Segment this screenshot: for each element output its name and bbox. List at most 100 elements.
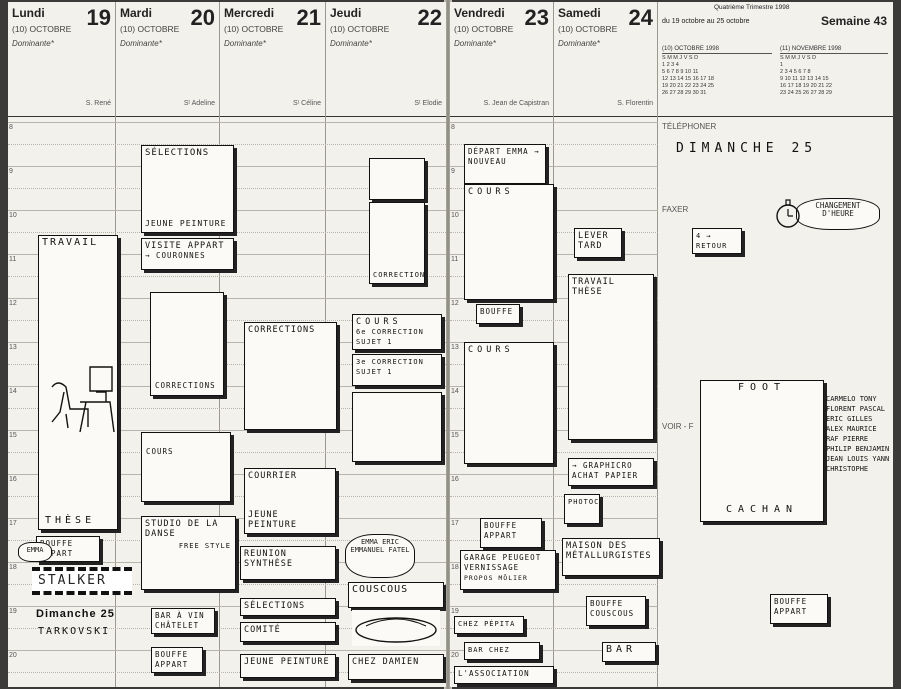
note-lever-tard: LEVER TARD (574, 228, 622, 258)
note-bouffe-appart-3: BOUFFE APPART (480, 518, 542, 548)
month-label: (10) OCTOBRE (224, 24, 284, 34)
note-text: CORRECTIONS (373, 271, 425, 279)
hour-line (450, 254, 658, 255)
half-hour-line (450, 188, 658, 189)
hour-line (8, 606, 446, 607)
hour-line (8, 386, 446, 387)
watch-icon (774, 198, 802, 232)
day-name: Vendredi (454, 6, 505, 20)
note-photocopies: PHOTOCOPIES (564, 494, 600, 524)
note-couscous: COUSCOUS (348, 582, 444, 608)
month-label: (10) OCTOBRE (330, 24, 390, 34)
hour-label: 10 (9, 212, 17, 219)
note-depart-emma: DÉPART EMMA → NOUVEAU (464, 144, 546, 184)
hour-label: 13 (9, 344, 17, 351)
note-foot-cachan: FOOT CACHAN (700, 380, 824, 522)
note-comite: COMITÉ (240, 622, 336, 642)
month-label: (10) OCTOBRE (558, 24, 618, 34)
hour-line (8, 650, 446, 651)
day-name: Jeudi (330, 6, 362, 20)
hour-line (450, 386, 658, 387)
calendar-title: (10) OCTOBRE 1998 (662, 46, 772, 54)
left-page: Lundi 19 (10) OCTOBRE Dominante* S. René… (8, 2, 446, 687)
dimanche-print: Dimanche 25 (36, 608, 115, 620)
note-bouffe-appart-4: BOUFFE APPART (770, 594, 828, 624)
note-bouffe-appart-2: BOUFFE APPART (151, 647, 203, 673)
half-hour-line (8, 672, 446, 673)
hour-line (450, 430, 658, 431)
note-text: 6e CORRECTION SUJET 1 (356, 328, 424, 346)
note-chez-damien: CHEZ DAMIEN (348, 654, 444, 680)
half-hour-line (450, 144, 658, 145)
day-number: 20 (190, 5, 215, 30)
hour-label: 15 (451, 432, 459, 439)
trimestre-label: Quatrième Trimestre 1998 (714, 4, 790, 11)
half-hour-line (8, 320, 446, 321)
note-changement-heure: CHANGEMENT D'HEURE (796, 198, 880, 230)
hour-line (450, 210, 658, 211)
note-bouffe-couscous: BOUFFE COUSCOUS (586, 596, 646, 626)
binding-gutter (444, 0, 452, 689)
hour-label: 14 (451, 388, 459, 395)
note-4e-blocks (352, 392, 442, 462)
note-text: FREE STYLE (178, 542, 231, 550)
note-player-names: CARMELO TONY FLORENT PASCAL ERIC GILLES … (826, 395, 890, 473)
dominante-label: Dominante* (120, 39, 162, 48)
note-text: CORRECTIONS (155, 381, 216, 390)
hour-label: 17 (9, 520, 17, 527)
note-cours-computer: COURS (141, 432, 231, 502)
hour-line (8, 430, 446, 431)
week-header: Quatrième Trimestre 1998 du 19 octobre a… (658, 2, 893, 117)
hour-label: 12 (9, 300, 17, 307)
month-label: (10) OCTOBRE (120, 24, 180, 34)
note-cours-fri: COURS (464, 184, 554, 300)
note-garage-peugeot: GARAGE PEUGEOT VERNISSAGE PROPOS MÔLIER (460, 550, 556, 590)
note-selections-wed: SÉLECTIONS (240, 598, 336, 616)
note-text: STUDIO DE LA DANSE (145, 519, 219, 539)
hour-label: 14 (9, 388, 17, 395)
hour-label: 8 (451, 124, 455, 131)
half-hour-line (450, 452, 658, 453)
faxer-label: FAXER (662, 205, 689, 214)
note-text: COURRIER (248, 471, 297, 481)
day-number: 22 (417, 5, 442, 30)
day-number: 19 (86, 5, 111, 30)
note-tarkovski: TARKOVSKI (38, 626, 111, 637)
month-label: (10) OCTOBRE (12, 24, 72, 34)
day-name: Mercredi (224, 6, 275, 20)
hour-label: 16 (451, 476, 459, 483)
telephoner-label: TÉLÉPHONER (662, 122, 717, 131)
half-hour-line (450, 628, 658, 629)
note-jeune-peinture-wed: JEUNE PEINTURE (240, 654, 336, 678)
saint-name: S. René (85, 100, 111, 107)
hour-label: 17 (451, 520, 459, 527)
note-stalker: STALKER (32, 567, 132, 595)
hour-line (450, 474, 658, 475)
day-column-saturday: Samedi 24 (10) OCTOBRE Dominante* S. Flo… (554, 2, 658, 687)
hour-label: 20 (9, 652, 17, 659)
note-text: PROPOS MÔLIER (464, 574, 528, 582)
note-text: → COURONNES (145, 251, 206, 260)
hour-label: 9 (451, 168, 455, 175)
note-courrier: COURRIER JEUNE PEINTURE (244, 468, 336, 534)
note-text: COURS (356, 317, 402, 327)
day-number: 24 (628, 5, 653, 30)
saint-name: Sᵗ Céline (293, 100, 321, 107)
month-label: (10) OCTOBRE (454, 24, 514, 34)
hour-label: 19 (9, 608, 17, 615)
dominante-label: Dominante* (454, 39, 496, 48)
half-hour-line (450, 408, 658, 409)
note-studio-danse: STUDIO DE LA DANSE FREE STYLE (141, 516, 236, 590)
hour-label: 9 (9, 168, 13, 175)
day-name: Lundi (12, 6, 45, 20)
day-number: 23 (524, 5, 549, 30)
day-number: 21 (296, 5, 321, 30)
half-hour-line (450, 320, 658, 321)
hour-line (450, 518, 658, 519)
right-page: Vendredi 23 (10) OCTOBRE Dominante* S. J… (450, 2, 893, 687)
hour-line (450, 122, 658, 123)
note-retour: 4 → RETOUR DUDO. (692, 228, 742, 254)
hour-line (450, 166, 658, 167)
